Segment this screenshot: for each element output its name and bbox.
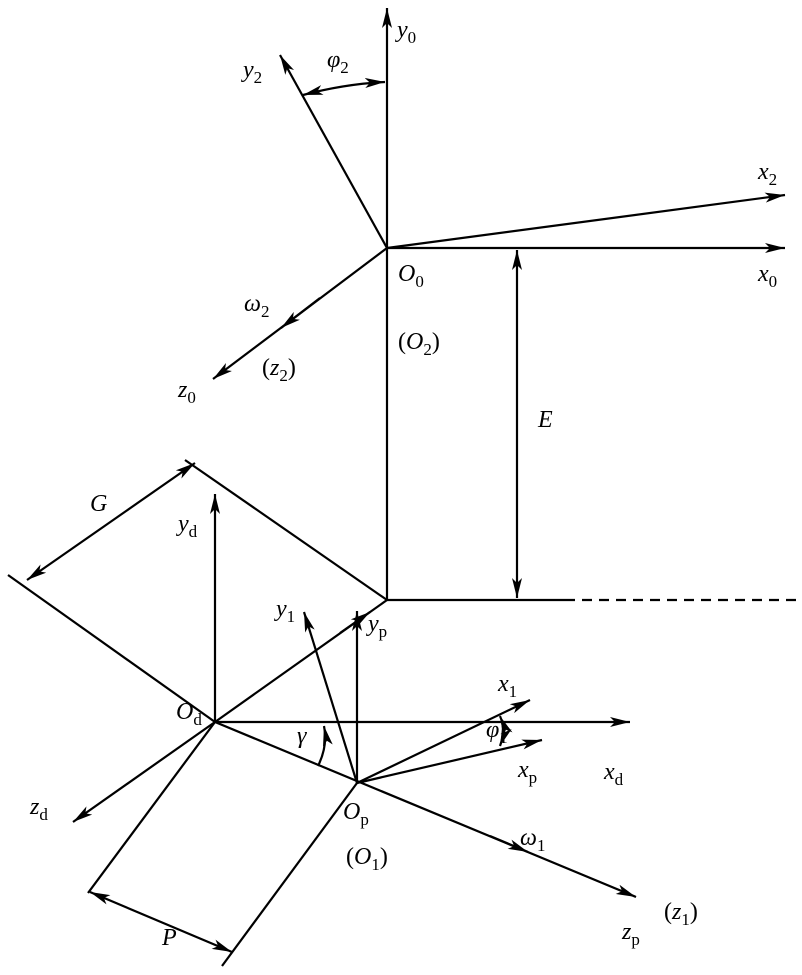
- label-xp: xp: [518, 757, 538, 787]
- label-gamma: γ: [297, 723, 307, 749]
- y1-axis: [302, 611, 359, 784]
- label-zd: zd: [30, 794, 48, 824]
- y2-axis: [279, 54, 388, 249]
- label-x1: x1: [498, 671, 518, 701]
- label-O1: (O1): [346, 844, 388, 874]
- label-y2: y2: [243, 57, 263, 87]
- label-yd: yd: [178, 511, 198, 541]
- phi2-arc: [302, 78, 386, 97]
- label-omega1: ω1: [520, 825, 546, 855]
- label-x2: x2: [758, 159, 778, 189]
- label-phi1: φ1: [486, 717, 508, 747]
- P-edge-right: [221, 782, 358, 967]
- label-yp: yp: [368, 611, 388, 641]
- x2-axis: [386, 192, 786, 250]
- P-edge-left: [87, 721, 216, 894]
- label-phi2: φ2: [327, 47, 349, 77]
- label-omega2: ω2: [244, 291, 270, 321]
- label-z1: (z1): [664, 899, 698, 929]
- label-z2: (z2): [262, 355, 296, 385]
- label-G: G: [90, 491, 108, 517]
- G-edge-lower: [7, 574, 216, 723]
- label-Op: Op: [343, 799, 369, 829]
- x1-axis: [356, 699, 531, 784]
- label-z0: z0: [178, 377, 196, 407]
- G-edge-upper: [184, 459, 388, 601]
- P-dimension: [89, 890, 233, 954]
- G-dimension: [26, 462, 196, 581]
- label-x0: x0: [758, 261, 778, 291]
- gamma-arc: [317, 725, 333, 767]
- label-E: E: [538, 407, 553, 433]
- label-O2: (O2): [398, 329, 440, 359]
- xp-axis: [356, 738, 543, 785]
- omega1-arrow: [489, 834, 529, 854]
- phi1-arc: [498, 715, 513, 747]
- label-O0: O0: [398, 261, 424, 291]
- label-xd: xd: [604, 759, 624, 789]
- zd-axis: [72, 721, 216, 823]
- label-y0: y0: [397, 17, 417, 47]
- omega2-arrow: [280, 297, 321, 329]
- label-Od: Od: [176, 699, 202, 729]
- label-zp: zp: [622, 919, 640, 949]
- label-y1: y1: [276, 596, 296, 626]
- zp-axis: [214, 720, 637, 899]
- Od-yp-arrow: [339, 611, 371, 634]
- label-P: P: [162, 925, 177, 951]
